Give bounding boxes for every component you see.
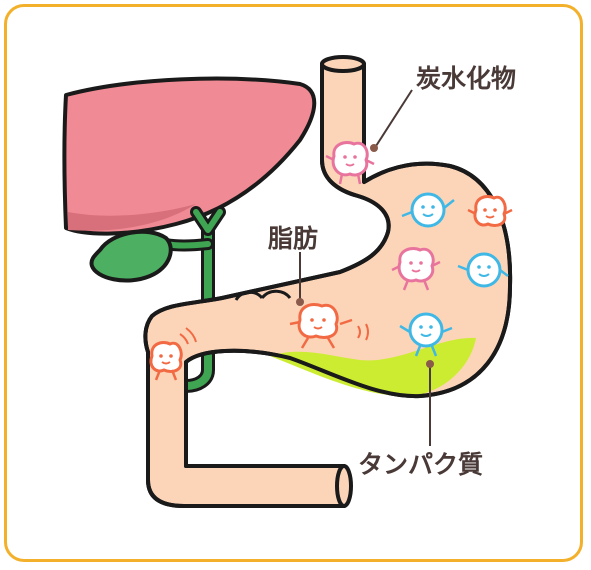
carbohydrate-leader-dot — [370, 144, 378, 152]
fat-character-icon — [289, 303, 369, 349]
carbohydrate-character-icon — [325, 141, 375, 185]
carbohydrate-label: 炭水化物 — [416, 64, 517, 93]
gallbladder-icon — [89, 229, 173, 283]
carbohydrate-leader-line — [375, 89, 413, 147]
fat-character-icon — [467, 195, 513, 228]
protein-character-icon — [457, 252, 509, 288]
liver-icon — [62, 76, 317, 236]
fat-character-icon — [149, 327, 197, 381]
protein-leader-dot — [426, 360, 434, 368]
stomach-icon — [143, 55, 513, 508]
carbohydrate-character-icon — [391, 247, 441, 291]
protein-character-icon — [399, 312, 453, 357]
duodenum-icon — [234, 289, 292, 301]
protein-character-icon — [401, 192, 455, 228]
protein-label: タンパク質 — [358, 450, 484, 479]
fat-leader-dot — [296, 298, 304, 306]
fat-label: 脂肪 — [268, 224, 319, 253]
